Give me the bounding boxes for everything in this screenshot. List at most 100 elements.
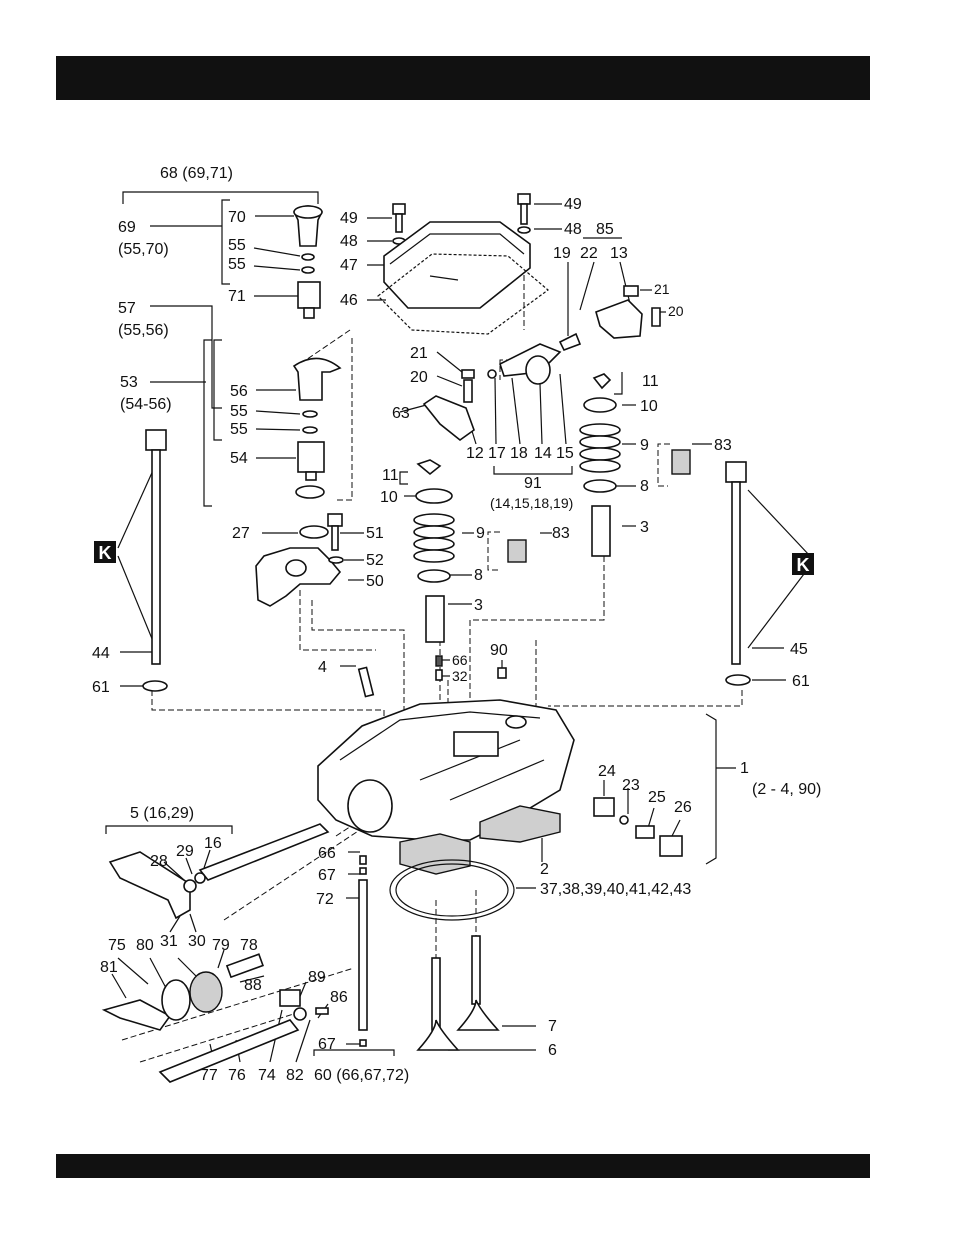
label-1: 1 bbox=[740, 760, 749, 777]
leader-lines bbox=[105, 191, 811, 1063]
label-75: 75 bbox=[108, 937, 126, 954]
label-53-sub: (54-56) bbox=[120, 396, 172, 413]
label-71: 71 bbox=[228, 288, 246, 305]
label-10a: 10 bbox=[640, 398, 658, 415]
label-25: 25 bbox=[648, 789, 666, 806]
label-57-sub: (55,56) bbox=[118, 322, 169, 339]
label-85: 85 bbox=[596, 221, 614, 238]
label-81: 81 bbox=[100, 959, 118, 976]
label-3a: 3 bbox=[640, 519, 649, 536]
label-12: 12 bbox=[466, 445, 484, 462]
k-marker-right: K bbox=[792, 553, 814, 575]
label-57: 57 bbox=[118, 300, 136, 317]
label-26: 26 bbox=[674, 799, 692, 816]
label-45: 45 bbox=[790, 641, 808, 658]
label-74: 74 bbox=[258, 1067, 276, 1084]
label-5: 5 (16,29) bbox=[130, 805, 194, 822]
k-marker-left: K bbox=[94, 541, 116, 563]
label-60: 60 (66,67,72) bbox=[314, 1067, 409, 1084]
label-55d: 55 bbox=[230, 421, 248, 438]
label-7: 7 bbox=[548, 1018, 557, 1035]
label-21b: 21 bbox=[654, 281, 670, 297]
label-10b: 10 bbox=[380, 489, 398, 506]
label-31: 31 bbox=[160, 933, 178, 950]
label-49a: 49 bbox=[340, 210, 358, 227]
label-68: 68 (69,71) bbox=[160, 165, 233, 182]
label-69: 69 bbox=[118, 219, 136, 236]
label-82: 82 bbox=[286, 1067, 304, 1084]
label-29: 29 bbox=[176, 843, 194, 860]
label-47: 47 bbox=[340, 257, 358, 274]
label-83a: 83 bbox=[714, 437, 732, 454]
label-18: 18 bbox=[510, 445, 528, 462]
header-bar bbox=[56, 56, 870, 100]
label-66b: 66 bbox=[318, 845, 336, 862]
label-91-sub: (14,15,18,19) bbox=[490, 495, 573, 511]
label-23: 23 bbox=[622, 777, 640, 794]
label-24: 24 bbox=[598, 763, 616, 780]
label-11b: 11 bbox=[382, 467, 399, 484]
label-49b: 49 bbox=[564, 196, 582, 213]
label-2: 2 bbox=[540, 861, 549, 878]
label-11a: 11 bbox=[642, 373, 659, 390]
label-14: 14 bbox=[534, 445, 552, 462]
label-76: 76 bbox=[228, 1067, 246, 1084]
label-21a: 21 bbox=[410, 345, 428, 362]
label-30: 30 bbox=[188, 933, 206, 950]
label-53: 53 bbox=[120, 374, 138, 391]
label-9a: 9 bbox=[640, 437, 649, 454]
label-83b: 83 bbox=[552, 525, 570, 542]
label-70: 70 bbox=[228, 209, 246, 226]
label-17: 17 bbox=[488, 445, 506, 462]
label-1-sub: (2 - 4, 90) bbox=[752, 781, 821, 798]
spring-right bbox=[579, 423, 621, 473]
label-22: 22 bbox=[580, 245, 598, 262]
label-4: 4 bbox=[318, 659, 327, 676]
label-15: 15 bbox=[556, 445, 574, 462]
label-3b: 3 bbox=[474, 597, 483, 614]
label-67a: 67 bbox=[318, 867, 336, 884]
label-51: 51 bbox=[366, 525, 384, 542]
label-48b: 48 bbox=[564, 221, 582, 238]
label-67b: 67 bbox=[318, 1036, 336, 1053]
label-50: 50 bbox=[366, 573, 384, 590]
label-28: 28 bbox=[150, 853, 168, 870]
label-54: 54 bbox=[230, 450, 248, 467]
footer-bar bbox=[56, 1154, 870, 1178]
label-19: 19 bbox=[553, 245, 571, 262]
label-6: 6 bbox=[548, 1042, 557, 1059]
label-61a: 61 bbox=[92, 679, 110, 696]
label-32: 32 bbox=[452, 668, 468, 684]
label-63: 63 bbox=[392, 405, 410, 422]
label-72: 72 bbox=[316, 891, 334, 908]
label-8a: 8 bbox=[640, 478, 649, 495]
label-88: 88 bbox=[244, 977, 262, 994]
label-86: 86 bbox=[330, 989, 348, 1006]
parts-drawing bbox=[101, 193, 751, 1083]
label-78: 78 bbox=[240, 937, 258, 954]
label-56: 56 bbox=[230, 383, 248, 400]
label-20a: 20 bbox=[410, 369, 428, 386]
label-91: 91 bbox=[524, 475, 542, 492]
label-61b: 61 bbox=[792, 673, 810, 690]
svg-text:K: K bbox=[99, 543, 112, 563]
label-90: 90 bbox=[490, 642, 508, 659]
label-77: 77 bbox=[200, 1067, 218, 1084]
label-80: 80 bbox=[136, 937, 154, 954]
label-55a: 55 bbox=[228, 237, 246, 254]
label-55b: 55 bbox=[228, 256, 246, 273]
label-69-sub: (55,70) bbox=[118, 241, 169, 258]
label-8b: 8 bbox=[474, 567, 483, 584]
label-66a: 66 bbox=[452, 652, 468, 668]
svg-text:K: K bbox=[797, 555, 810, 575]
label-89: 89 bbox=[308, 969, 326, 986]
spring-left bbox=[413, 513, 455, 563]
label-27: 27 bbox=[232, 525, 250, 542]
label-16: 16 bbox=[204, 835, 222, 852]
label-46: 46 bbox=[340, 292, 358, 309]
part-labels: 68 (69,71) 69 (55,70) 70 55 55 71 57 (55… bbox=[92, 165, 821, 1084]
label-20b: 20 bbox=[668, 303, 684, 319]
label-44: 44 bbox=[92, 645, 110, 662]
label-9b: 9 bbox=[476, 525, 485, 542]
